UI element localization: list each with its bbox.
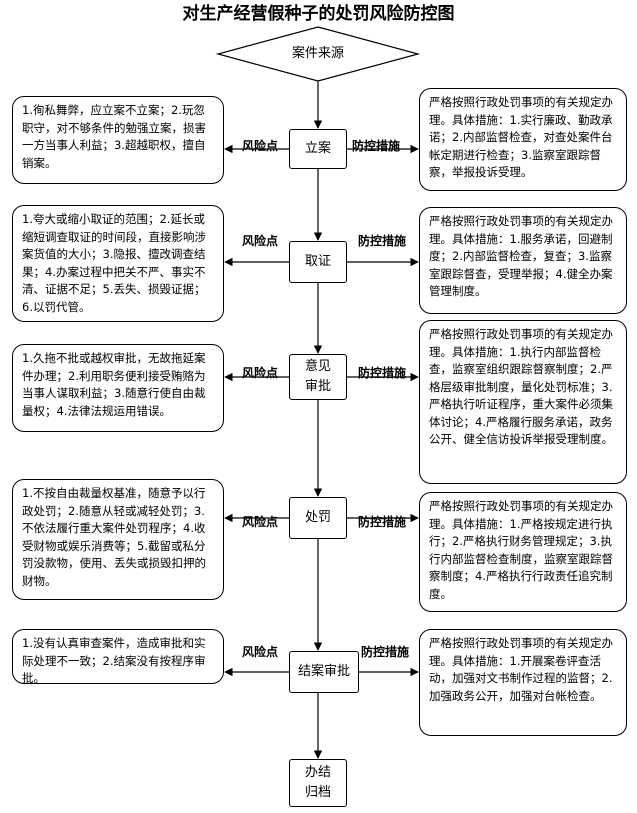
control-label-evidence: 防控措施	[358, 234, 407, 248]
risk-label-opinion-approval: 风险点	[242, 366, 279, 380]
risk-box-opinion-approval: 1.久拖不批或越权审批，无故拖延案件办理；2.利用职务便利接受贿赂为当事人谋取利…	[12, 344, 224, 432]
control-box-evidence: 严格按照行政处罚事项的有关规定办理。具体措施：1.服务承诺，回避制度；2.内部监…	[419, 207, 627, 314]
risk-label-penalty: 风险点	[242, 515, 279, 529]
control-label-filing: 防控措施	[352, 139, 401, 153]
stage-closing-approval: 结案审批	[289, 651, 359, 693]
control-box-filing: 严格按照行政处罚事项的有关规定办理。具体措施：1.实行廉政、勤政承诺；2.内部监…	[419, 88, 627, 191]
diagram-title: 对生产经营假种子的处罚风险防控图	[182, 4, 455, 24]
start-label: 案件来源	[291, 46, 344, 61]
risk-box-evidence: 1.夸大或缩小取证的范围；2.延长或缩短调查取证的时间段，直接影响涉案货值的大小…	[12, 205, 224, 322]
control-box-penalty: 严格按照行政处罚事项的有关规定办理。具体措施：1.严格按规定进行执行；2.严格执…	[419, 492, 627, 612]
risk-box-filing: 1.徇私舞弊，应立案不立案；2.玩忽职守，对不够条件的勉强立案，损害一方当事人利…	[12, 96, 224, 184]
risk-label-filing: 风险点	[242, 139, 279, 153]
risk-label-evidence: 风险点	[242, 234, 279, 248]
stage-opinion-approval: 意见 审批	[289, 354, 347, 400]
stage-evidence: 取证	[289, 241, 347, 283]
control-label-opinion-approval: 防控措施	[358, 366, 407, 380]
stage-filing: 立案	[289, 129, 347, 169]
stage-penalty: 处罚	[289, 497, 347, 539]
control-label-penalty: 防控措施	[358, 515, 407, 529]
stage-archive: 办结 归档	[289, 759, 347, 807]
risk-box-closing-approval: 1.没有认真审查案件，造成审批和实际处理不一致；2.结案没有按程序审批。	[12, 629, 224, 685]
control-box-closing-approval: 严格按照行政处罚事项的有关规定办理。具体措施：1.开展案卷评查活动，加强对文书制…	[419, 629, 627, 736]
control-label-closing-approval: 防控措施	[361, 645, 410, 659]
risk-label-closing-approval: 风险点	[242, 645, 279, 659]
control-box-opinion-approval: 严格按照行政处罚事项的有关规定办理。具体措施：1.执行内部监督检查，监察室组织跟…	[419, 320, 627, 484]
risk-box-penalty: 1.不按自由裁量权基准，随意予以行政处罚；2.随意从轻或减轻处罚；3.不依法履行…	[12, 479, 224, 600]
